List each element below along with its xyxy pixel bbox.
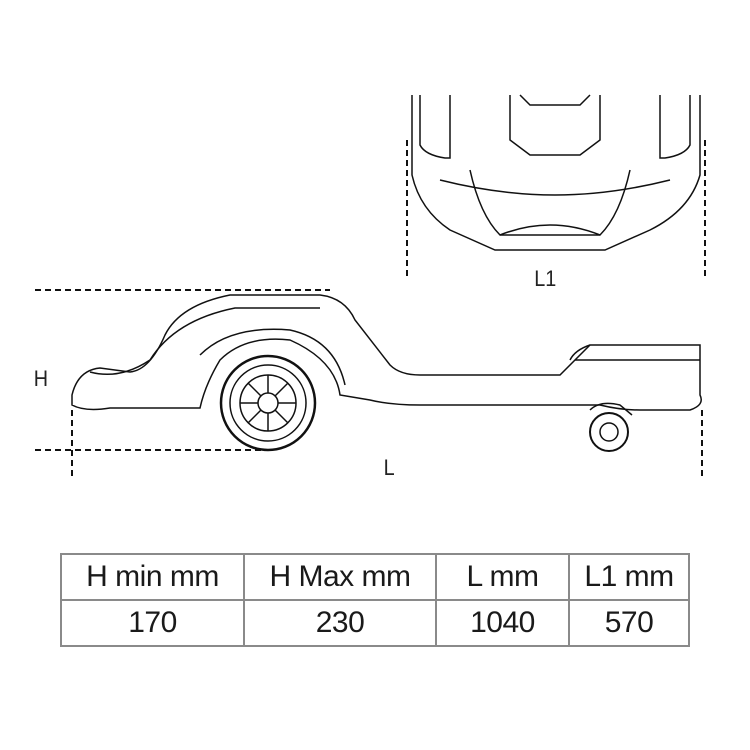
height-label: H [33, 366, 49, 391]
dimension-lines [35, 140, 706, 478]
header-l: L mm [435, 553, 570, 601]
width-label: L1 [534, 266, 557, 291]
front-view [411, 94, 701, 251]
side-view [71, 294, 702, 452]
dimensions-table: H min mm H Max mm L mm L1 mm 170 230 104… [60, 553, 690, 647]
table-row: 170 230 1040 570 [60, 599, 690, 647]
value-l: 1040 [435, 599, 570, 647]
header-l1: L1 mm [568, 553, 690, 601]
length-label: L [383, 455, 395, 480]
table-header-row: H min mm H Max mm L mm L1 mm [60, 553, 690, 601]
value-h-max: 230 [243, 599, 437, 647]
header-h-min: H min mm [60, 553, 245, 601]
value-l1: 570 [568, 599, 690, 647]
value-h-min: 170 [60, 599, 245, 647]
header-h-max: H Max mm [243, 553, 437, 601]
